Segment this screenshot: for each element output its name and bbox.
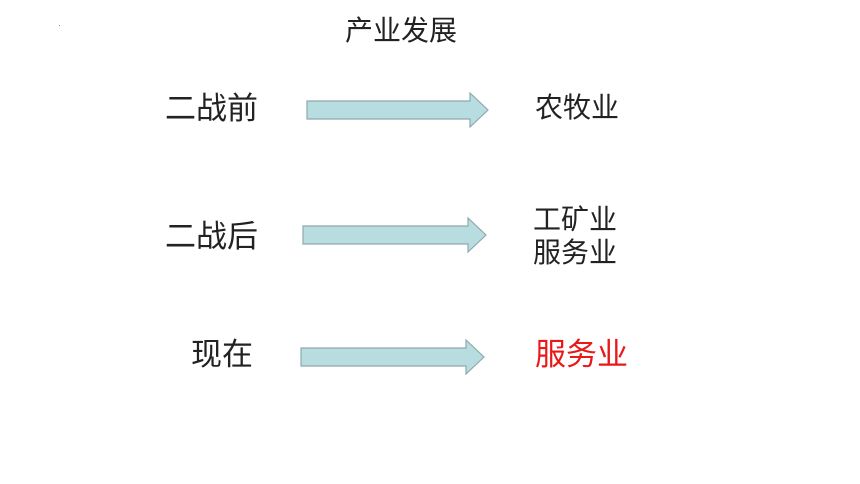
industry-label-services: 服务业: [533, 236, 618, 269]
industry-label-services-current: 服务业: [535, 337, 628, 373]
arrow-right-icon: [306, 91, 489, 129]
period-label-postwar: 二战后: [165, 219, 258, 255]
period-label-now: 现在: [191, 337, 253, 373]
period-label-prewar: 二战前: [165, 91, 258, 127]
industry-label-mining: 工矿业: [533, 203, 618, 236]
arrow-right-icon: [302, 216, 487, 254]
industry-label-agriculture: 农牧业: [535, 91, 620, 124]
stray-dot-mark: [59, 25, 60, 26]
slide-title: 产业发展: [345, 14, 458, 47]
arrow-right-icon: [300, 338, 485, 376]
